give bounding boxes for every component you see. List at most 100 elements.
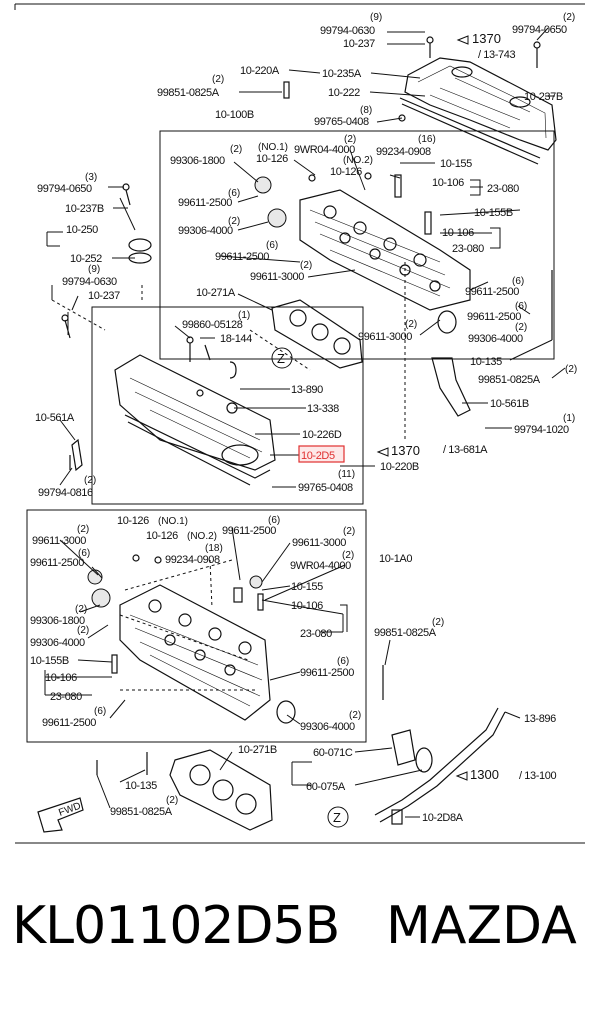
- brand-footer: MAZDA: [386, 896, 577, 956]
- cylinder-head-b-group-box: [26, 509, 367, 743]
- label-23-080-b: 23-080: [452, 243, 484, 255]
- ref-arrow-icon-1: [456, 35, 469, 45]
- label-99851-0825a-top-qty: (2): [212, 74, 224, 85]
- label-10-237-left: 10-237: [88, 290, 120, 302]
- label-10-220b: 10-220B: [380, 461, 419, 473]
- label-99794-0816: 99794-0816: [38, 487, 93, 499]
- ref-arrow-icon-3: [455, 771, 468, 781]
- oil-filler-cap-drawing: [128, 238, 152, 264]
- label-99611-2500-h-qty: (6): [94, 706, 106, 717]
- label-10-2d5-highlighted[interactable]: 10-2D5: [301, 450, 335, 462]
- label-10-226d: 10-226D: [302, 429, 342, 441]
- cylinder-head-cover-group-box: [91, 306, 364, 505]
- label-10-126-no1-b: 10-126: [117, 515, 149, 527]
- label-10-126-no1-b-qty: (NO.1): [158, 516, 188, 527]
- label-99611-2500-b-qty: (6): [266, 240, 278, 251]
- label-99851-0825a-top: 99851-0825A: [157, 87, 220, 99]
- label-99611-2500-c: 99611-2500: [465, 286, 519, 298]
- label-99794-0630-qty: (9): [370, 12, 382, 23]
- label-99794-1020-qty: (1): [563, 413, 575, 424]
- label-60-071c: 60-071C: [313, 747, 353, 759]
- label-99851-0825a-b-qty: (2): [166, 795, 178, 806]
- label-9wr04-4000-b: 9WR04-4000: [290, 560, 351, 572]
- label-10-222: 10-222: [328, 87, 360, 99]
- label-10-155b-b: 10-155B: [30, 655, 69, 667]
- sensor-60-075a: [415, 747, 433, 773]
- label-99611-2500-d: 99611-2500: [467, 311, 521, 323]
- label-99306-4000-d: 99306-4000: [300, 721, 355, 733]
- label-10-237b-left: 10-237B: [65, 203, 104, 215]
- ref-1370-mid-num: 1370: [391, 443, 420, 458]
- bolt-99794-0650-left: [122, 183, 131, 206]
- sensor-60-071c: [391, 729, 416, 766]
- label-99794-0650-left: 99794-0650: [37, 183, 92, 195]
- z-marker-2-text: Z: [333, 810, 341, 825]
- label-99611-2500-a-qty: (6): [228, 188, 240, 199]
- label-99611-2500-h: 99611-2500: [42, 717, 96, 729]
- label-13-338: 13-338: [307, 403, 339, 415]
- z-marker-1-text: Z: [277, 351, 285, 366]
- reference-1370-top: 1370 / 13-743: [456, 31, 516, 61]
- reference-1370-mid: 1370 / 13-681A: [376, 443, 489, 458]
- label-99851-0825a-bottom-qty: (2): [432, 617, 444, 628]
- head-cover-b-drawing: [69, 336, 276, 486]
- bracket-10-561b-drawing: [431, 357, 471, 417]
- label-99765-0408-top: 99765-0408: [314, 116, 369, 128]
- label-10-126-no2-b: 10-126: [146, 530, 178, 542]
- label-10-155-a: 10-155: [440, 158, 472, 170]
- label-99611-3000-d: 99611-3000: [292, 537, 346, 549]
- dashed-guide-lines: [51, 262, 406, 691]
- ref-1370-top-num: 1370: [472, 31, 501, 46]
- label-99794-0650-top: 99794-0650: [512, 24, 567, 36]
- label-99794-0630-left-qty: (9): [88, 264, 100, 275]
- label-10-235a: 10-235A: [322, 68, 362, 80]
- leader-lines: [44, 27, 566, 818]
- label-10-252: 10-252: [70, 253, 102, 265]
- label-99611-3000-c-qty: (2): [77, 524, 89, 535]
- label-99860-05128-qty: (1): [238, 310, 250, 321]
- label-10-126-no2-a: 10-126: [330, 166, 362, 178]
- label-99794-0816-qty: (2): [84, 475, 96, 486]
- label-10-106-d: 10-106: [45, 672, 77, 684]
- label-10-271b: 10-271B: [238, 744, 277, 756]
- label-99611-3000-a-qty: (2): [300, 260, 312, 271]
- label-99306-1800-a: 99306-1800: [170, 155, 225, 167]
- label-10-126-no1-a: 10-126: [256, 153, 288, 165]
- label-10-220a: 10-220A: [240, 65, 280, 77]
- bolt-99794-0630-left: [61, 314, 71, 339]
- highlight-10-2d5-box[interactable]: [298, 445, 345, 463]
- label-10-100b: 10-100B: [215, 109, 254, 121]
- label-99765-0408-top-qty: (8): [360, 105, 372, 116]
- label-99306-1800-b-qty: (2): [75, 604, 87, 615]
- water-pipe-drawing: [374, 707, 499, 816]
- label-10-2d8a: 10-2D8A: [422, 812, 464, 824]
- label-10-135-b: 10-135: [125, 780, 157, 792]
- label-99306-4000-c: 99306-4000: [30, 637, 85, 649]
- ref-1300-code: / 13-100: [519, 770, 556, 782]
- label-99306-4000-c-qty: (2): [77, 625, 89, 636]
- label-99611-3000-b: 99611-3000: [358, 331, 412, 343]
- label-99794-0650-left-qty: (3): [85, 172, 97, 183]
- cylinder-head-a-drawing: [254, 172, 471, 334]
- label-99765-0408-b-qty: (11): [338, 469, 355, 480]
- forward-arrow-icon: [37, 797, 84, 833]
- label-10-155-b: 10-155: [291, 581, 323, 593]
- ref-arrow-icon-2: [376, 447, 389, 457]
- label-99611-2500-b: 99611-2500: [215, 251, 269, 263]
- label-10-237-top: 10-237: [343, 38, 375, 50]
- label-99851-0825a-right-qty: (2): [565, 364, 577, 375]
- cylinder-head-b-drawing: [87, 554, 296, 724]
- label-10-155b-a: 10-155B: [474, 207, 513, 219]
- label-99611-2500-e-qty: (6): [268, 515, 280, 526]
- label-10-561b: 10-561B: [490, 398, 529, 410]
- label-10-126-no2-a-qty: (NO.2): [343, 155, 373, 166]
- label-23-080-c: 23-080: [300, 628, 332, 640]
- label-99306-4000-b-qty: (2): [515, 322, 527, 333]
- label-10-250: 10-250: [66, 224, 98, 236]
- label-99851-0825a-right: 99851-0825A: [478, 374, 541, 386]
- label-99611-2500-a: 99611-2500: [178, 197, 232, 209]
- head-gasket-a-drawing: [271, 299, 363, 369]
- label-99306-4000-b: 99306-4000: [468, 333, 523, 345]
- label-99611-3000-c: 99611-3000: [32, 535, 86, 547]
- reference-1300-bottom: 1300 / 13-100: [455, 767, 557, 782]
